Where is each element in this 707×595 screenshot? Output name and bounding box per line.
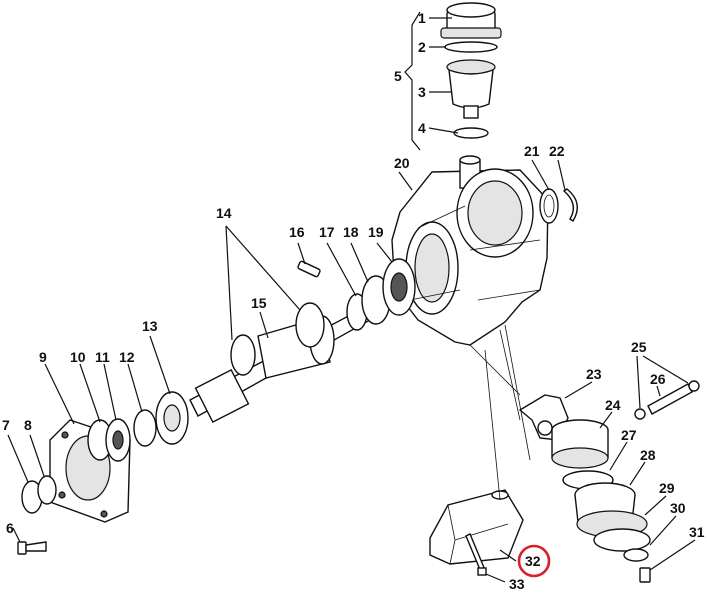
callout-15: 15 bbox=[251, 295, 267, 311]
part-3-strainer bbox=[446, 59, 496, 119]
callout-22: 22 bbox=[549, 143, 565, 159]
callout-18: 18 bbox=[343, 224, 359, 240]
part-14-ring-b bbox=[295, 302, 325, 348]
part-2-ring bbox=[444, 41, 498, 53]
callout-19: 19 bbox=[368, 224, 384, 240]
part-6-bolt bbox=[17, 541, 47, 555]
part-31-screw bbox=[639, 567, 651, 583]
part-4-seal bbox=[453, 127, 489, 139]
part-30-washer bbox=[623, 548, 649, 562]
part-21-seal bbox=[539, 188, 559, 224]
callout-31: 31 bbox=[689, 524, 705, 540]
callout-24: 24 bbox=[605, 397, 621, 413]
callout-20: 20 bbox=[394, 155, 410, 171]
callout-5: 5 bbox=[394, 68, 402, 84]
callout-21: 21 bbox=[524, 143, 540, 159]
callout-32: 32 bbox=[525, 553, 541, 569]
callout-17: 17 bbox=[319, 224, 335, 240]
callout-13: 13 bbox=[142, 318, 158, 334]
callout-8: 8 bbox=[24, 417, 32, 433]
part-16-key bbox=[297, 260, 321, 278]
callout-4: 4 bbox=[418, 120, 426, 136]
part-26-pin bbox=[634, 380, 700, 420]
part-33-bolt bbox=[465, 533, 487, 576]
part-20-housing bbox=[391, 155, 549, 346]
callout-1: 1 bbox=[418, 10, 426, 26]
highlight-circle bbox=[517, 544, 551, 578]
callout-10: 10 bbox=[70, 349, 86, 365]
part-32-foot-bracket bbox=[429, 489, 524, 565]
callout-9: 9 bbox=[39, 349, 47, 365]
leader-lines bbox=[7, 11, 696, 583]
callout-27: 27 bbox=[621, 427, 637, 443]
part-14-ring-a bbox=[230, 334, 256, 376]
callout-2: 2 bbox=[418, 39, 426, 55]
callout-30: 30 bbox=[670, 500, 686, 516]
callout-25: 25 bbox=[631, 339, 647, 355]
callout-16: 16 bbox=[289, 224, 305, 240]
callout-12: 12 bbox=[119, 349, 135, 365]
part-13-gear bbox=[155, 391, 189, 445]
callout-26: 26 bbox=[650, 371, 666, 387]
callout-28: 28 bbox=[640, 447, 656, 463]
callout-labels: 1 2 3 4 5 6 7 8 9 10 11 12 13 14 15 16 1… bbox=[2, 10, 705, 592]
part-8-seal bbox=[37, 475, 57, 505]
part-22-circlip bbox=[562, 188, 579, 222]
part-1-cap bbox=[440, 2, 502, 39]
callout-7: 7 bbox=[2, 417, 10, 433]
part-24-piston bbox=[551, 419, 609, 469]
callout-29: 29 bbox=[659, 480, 675, 496]
callout-6: 6 bbox=[6, 520, 14, 536]
callout-14: 14 bbox=[216, 205, 232, 221]
part-12-spacer bbox=[133, 409, 157, 447]
callout-23: 23 bbox=[586, 366, 602, 382]
callout-33: 33 bbox=[509, 576, 525, 592]
callout-3: 3 bbox=[418, 84, 426, 100]
part-30-plate bbox=[593, 528, 651, 552]
callout-11: 11 bbox=[95, 349, 110, 365]
